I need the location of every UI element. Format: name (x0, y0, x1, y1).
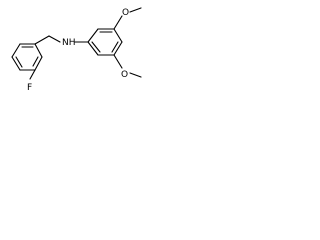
bond (11, 43, 21, 58)
fluorobenzyl-ring (11, 43, 43, 71)
methoxy-bottom-oxygen-label: O (121, 70, 128, 80)
chemical-structure: F NH O O (11, 7, 142, 93)
double-bond-inner (32, 56, 39, 67)
bond (113, 28, 123, 43)
bond (113, 41, 123, 56)
amine-label: NH (62, 38, 76, 48)
dimethoxyphenyl-ring (87, 28, 123, 56)
double-bond-inner (111, 41, 119, 53)
bond (87, 28, 99, 43)
bond (34, 56, 43, 71)
fluorine-label: F (27, 83, 32, 93)
benzyl-ch2-bond (34, 35, 50, 45)
fluoro-bond (29, 69, 36, 80)
methoxy-top-bond (113, 15, 123, 30)
double-bond-inner (15, 56, 23, 68)
methoxy-bottom-methyl-bond (129, 72, 142, 78)
bond (34, 43, 43, 58)
ch2-nh-bond (48, 35, 61, 43)
methoxy-top-methyl-bond (129, 7, 142, 13)
methoxy-bottom-bond (113, 54, 123, 69)
bond (87, 41, 99, 56)
double-bond-inner (91, 41, 101, 53)
methoxy-top-oxygen-label: O (122, 8, 129, 18)
bond (11, 56, 21, 71)
